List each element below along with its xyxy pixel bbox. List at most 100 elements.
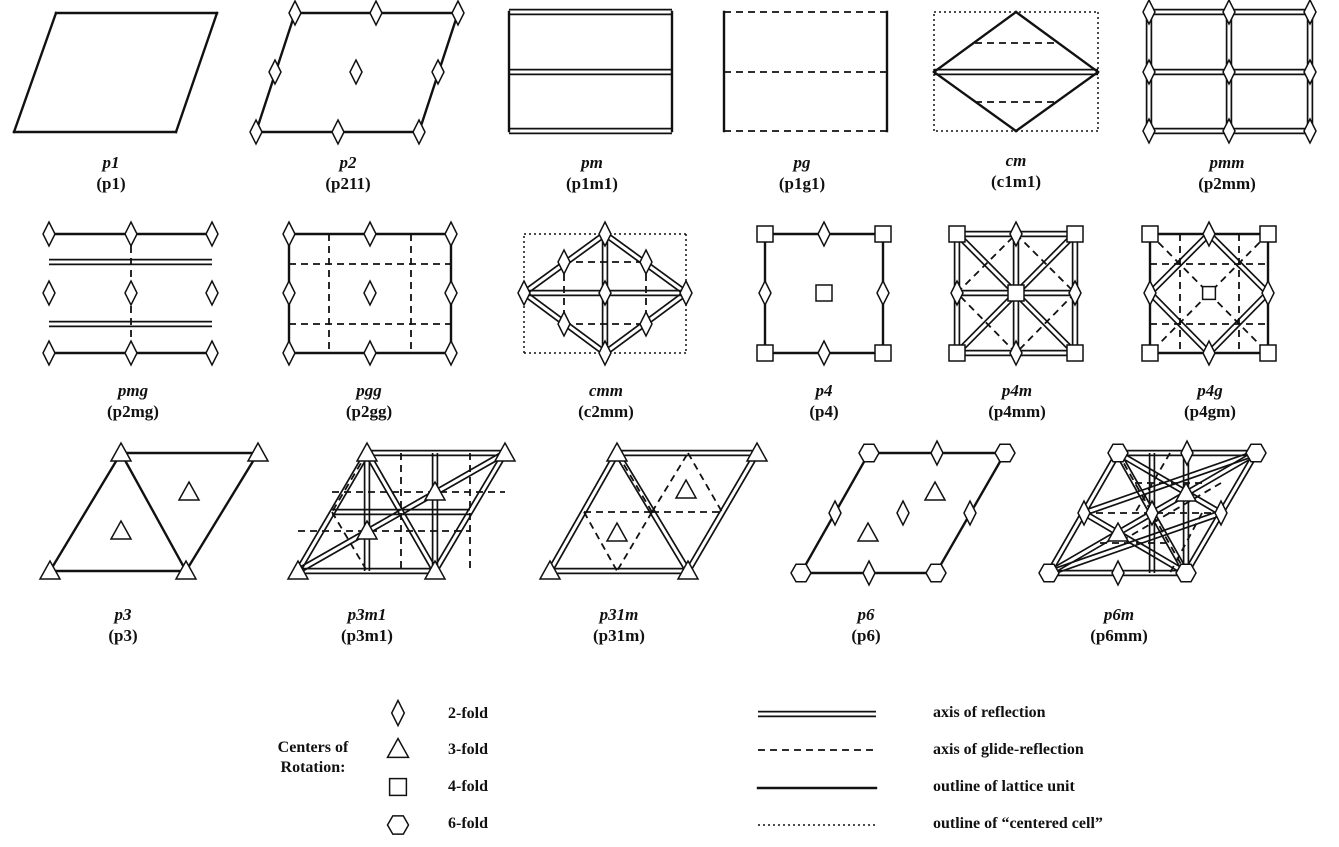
mirror-axis-line — [432, 451, 504, 571]
diamond-icon — [598, 339, 612, 367]
group-name: pmg — [117, 381, 149, 400]
triangle-icon — [605, 521, 629, 542]
diamond-icon — [124, 279, 138, 307]
legend-centered-cell-label: outline of “centered cell” — [933, 815, 1103, 832]
caption-pm: pm(p1m1) — [512, 152, 672, 194]
square-icon — [756, 225, 774, 243]
hermann-mauguin-symbol: (p6) — [851, 626, 881, 645]
diamond-icon — [817, 339, 831, 367]
diamond-icon — [862, 559, 876, 587]
lattice-edge — [1014, 10, 1100, 74]
glide-axis — [956, 292, 1017, 354]
diagram-p4m — [948, 220, 1084, 367]
mirror-axis-line — [1084, 454, 1258, 517]
caption-pg: pg(p1g1) — [722, 152, 882, 194]
diamond-icon — [205, 339, 219, 367]
lattice-edge — [174, 11, 219, 134]
group-name: p3 — [114, 605, 132, 624]
square-icon — [1141, 344, 1159, 362]
diagram-cm — [932, 10, 1100, 133]
mirror-axis-line — [1206, 235, 1267, 296]
diamond-icon — [1222, 0, 1236, 26]
square-icon — [1259, 225, 1277, 243]
triangle-icon — [1106, 521, 1130, 542]
group-name: p4g — [1197, 381, 1223, 400]
hermann-mauguin-symbol: (p3m1) — [341, 626, 393, 645]
diagram-pm — [507, 8, 674, 135]
diamond-icon — [444, 220, 458, 248]
mirror-axis-line — [295, 451, 366, 571]
legend-2-fold-label: 2-fold — [448, 705, 488, 722]
diamond-icon — [451, 0, 465, 27]
hexagon-icon — [1175, 563, 1197, 583]
hermann-mauguin-symbol: (p211) — [325, 174, 371, 193]
diagram-pg — [722, 10, 889, 133]
hexagon-icon — [1107, 443, 1129, 463]
caption-p3m1: p3m1(p3m1) — [287, 604, 447, 646]
hermann-mauguin-symbol: (p2mg) — [107, 402, 159, 421]
caption-p31m: p31m(p31m) — [539, 604, 699, 646]
hexagon-icon — [925, 563, 947, 583]
triangle-icon — [605, 441, 629, 462]
triangle-icon — [109, 519, 133, 540]
diamond-icon — [639, 310, 653, 338]
glide-axis — [651, 452, 689, 513]
diamond-icon — [282, 279, 296, 307]
diamond-icon — [1142, 58, 1156, 86]
triangle-icon — [174, 559, 198, 580]
diamond-icon — [1142, 0, 1156, 26]
diamond-icon — [431, 58, 445, 86]
square-icon — [815, 284, 833, 302]
hexagon-icon — [790, 563, 812, 583]
triangle-icon — [423, 480, 447, 501]
diamond-icon — [205, 220, 219, 248]
mirror-axis-line — [689, 453, 760, 573]
diamond-icon — [288, 0, 302, 27]
lattice-edge — [12, 11, 58, 134]
diamond-icon — [1111, 559, 1125, 587]
diamond-icon — [598, 279, 612, 307]
triangle-icon — [1174, 481, 1198, 502]
diamond-icon — [363, 279, 377, 307]
diamond-icon — [42, 279, 56, 307]
diamond-icon — [268, 58, 282, 86]
caption-pmg: pmg (p2mg) — [53, 380, 213, 422]
square-icon — [388, 777, 408, 797]
square-icon — [948, 225, 966, 243]
triangle-icon — [923, 480, 947, 501]
legend-4-fold-label: 4-fold — [448, 778, 488, 795]
diamond-icon — [444, 279, 458, 307]
group-name: p1 — [102, 153, 120, 172]
group-name: p4m — [1001, 381, 1033, 400]
triangle-icon — [745, 441, 769, 462]
hexagon-icon — [1038, 563, 1060, 583]
legend-6-fold-label: 6-fold — [448, 815, 488, 832]
square-icon — [756, 344, 774, 362]
diamond-icon — [124, 220, 138, 248]
mirror-axis-line — [364, 453, 434, 573]
triangle-icon — [246, 441, 270, 462]
diamond-icon — [205, 279, 219, 307]
diamond-icon — [1261, 279, 1275, 307]
diamond-icon — [828, 499, 842, 527]
caption-p6m: p6m(p6mm) — [1039, 604, 1199, 646]
mirror-axis-line — [547, 451, 616, 571]
triangle-icon — [286, 559, 310, 580]
mirror-axis-line — [1116, 454, 1221, 516]
caption-pgg: pgg(p2gg) — [289, 380, 449, 422]
group-name: p2 — [339, 153, 357, 172]
glide-axis — [956, 233, 1017, 294]
diamond-icon — [758, 279, 772, 307]
square-icon — [874, 225, 892, 243]
lattice-edge — [932, 10, 1018, 74]
diamond-icon — [282, 220, 296, 248]
diamond-icon — [639, 248, 653, 276]
diamond-icon — [557, 310, 571, 338]
diamond-icon — [42, 339, 56, 367]
mirror-axis-line — [1084, 510, 1188, 572]
group-name: cm — [1005, 151, 1027, 170]
diagram-p1 — [12, 11, 219, 134]
caption-p6: p6(p6) — [786, 604, 946, 646]
diamond-icon — [598, 220, 612, 248]
